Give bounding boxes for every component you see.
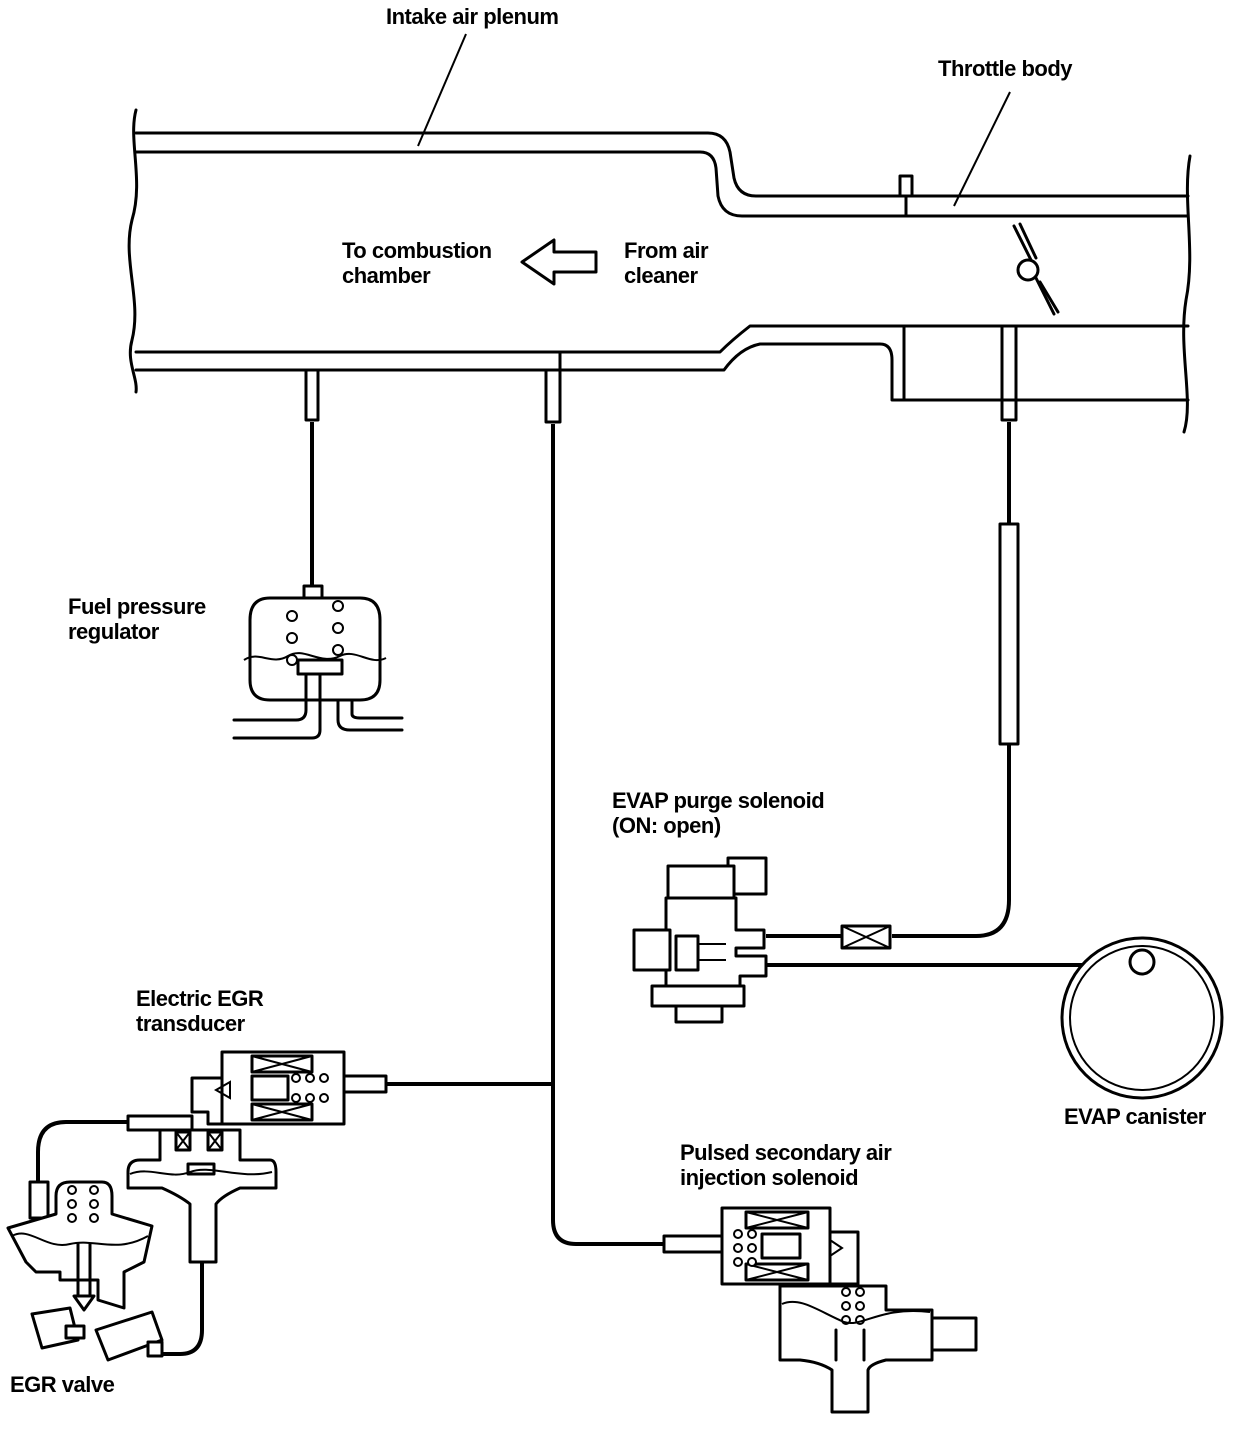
- egr-valve: [6, 1180, 164, 1362]
- intake-air-plenum: [127, 108, 1192, 434]
- pulsed-secondary-air-injection-solenoid: [662, 1206, 978, 1414]
- label-evap-canister: EVAP canister: [1064, 1104, 1206, 1129]
- evap-purge-solenoid: [632, 856, 768, 1024]
- label-evap-purge-solenoid: EVAP purge solenoid (ON: open): [612, 788, 825, 838]
- electric-egr-transducer: [126, 1050, 388, 1264]
- leader-lines: [417, 33, 1011, 207]
- label-electric-egr-transducer: Electric EGR transducer: [136, 986, 264, 1036]
- label-egr-valve: EGR valve: [10, 1372, 115, 1397]
- label-throttle-body: Throttle body: [938, 56, 1073, 81]
- label-intake-air-plenum: Intake air plenum: [386, 4, 559, 29]
- label-to-combustion-chamber: To combustion chamber: [342, 238, 492, 288]
- throttle-body: [898, 174, 1060, 402]
- vacuum-hoses: [36, 422, 1136, 1356]
- label-from-air-cleaner: From air cleaner: [624, 238, 709, 288]
- label-pulsed-secondary-air-injection-solenoid: Pulsed secondary air injection solenoid: [680, 1140, 892, 1190]
- fuel-pressure-regulator: [232, 584, 404, 740]
- vacuum-ports: [304, 324, 1018, 424]
- flow-arrow-icon: [520, 238, 598, 286]
- evap-canister: [1060, 936, 1224, 1100]
- label-fuel-pressure-regulator: Fuel pressure regulator: [68, 594, 206, 644]
